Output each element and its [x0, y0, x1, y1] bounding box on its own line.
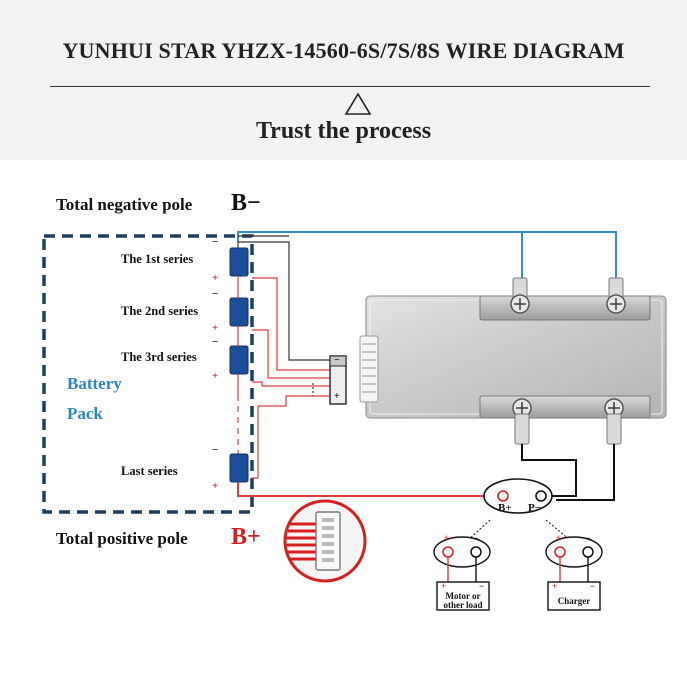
charger-minus: − [590, 581, 596, 591]
series-label-last: Last series [121, 464, 178, 478]
positive-pole-symbol: B+ [231, 524, 261, 550]
motor-top-minus: − [473, 533, 479, 543]
cell-3-plus: + [212, 370, 219, 382]
series-label-1: The 1st series [121, 252, 194, 266]
triangle-icon [344, 92, 372, 115]
positive-pole-label: Total positive pole [56, 529, 188, 548]
cell-last [229, 453, 249, 496]
p-minus-wires [521, 444, 615, 501]
cell-1 [229, 242, 249, 284]
motor-top-plus: + [444, 533, 450, 543]
motor-label-line1: Motor or [445, 591, 481, 601]
negative-pole-label: Total negative pole [56, 195, 193, 214]
diagram-title: YUNHUI STAR YHZX-14560-6S/7S/8S WIRE DIA… [62, 38, 625, 63]
charger-top-plus: + [556, 533, 562, 543]
connector-closeup [283, 499, 367, 583]
balance-connector [329, 355, 347, 405]
motor-label-line2: other load [443, 600, 483, 610]
connector-minus: − [334, 355, 340, 366]
bottom-busbar [479, 395, 651, 419]
cell-3-minus: − [212, 336, 219, 348]
motor-minus: − [479, 581, 485, 591]
positive-wire [237, 480, 486, 497]
b-plus-terminal-label: B+ [498, 502, 512, 514]
tagline: Trust the process [255, 118, 432, 144]
header-banner: YUNHUI STAR YHZX-14560-6S/7S/8S WIRE DIA… [0, 0, 687, 160]
charger-plus: + [552, 581, 558, 591]
charger [545, 536, 603, 611]
series-label-3: The 3rd series [121, 350, 197, 364]
negative-wire [237, 231, 617, 288]
cell-last-minus: − [212, 444, 219, 456]
cell-1-minus: − [212, 236, 219, 248]
bms-board [359, 295, 667, 419]
cell-last-plus: + [212, 480, 219, 492]
negative-pole-symbol: B− [231, 190, 261, 216]
p-minus-terminal-label: P− [528, 502, 541, 514]
board-studs [510, 277, 626, 445]
battery-pack-frame [42, 234, 254, 514]
cell-2 [229, 284, 249, 336]
battery-pack-label-line1: Battery [67, 374, 122, 393]
series-label-2: The 2nd series [121, 304, 199, 318]
cell-3 [229, 336, 249, 395]
cell-2-plus: + [212, 322, 219, 334]
charger-label: Charger [557, 596, 591, 606]
output-terminal [467, 478, 571, 541]
charger-top-minus: − [585, 533, 591, 543]
motor-plus: + [441, 581, 447, 591]
connector-plus: + [334, 391, 340, 402]
cell-2-minus: − [212, 288, 219, 300]
motor-load [433, 536, 491, 611]
cell-1-plus: + [212, 272, 219, 284]
header-divider [50, 86, 650, 87]
balance-wires [237, 241, 332, 479]
battery-pack-label-line2: Pack [67, 404, 103, 423]
